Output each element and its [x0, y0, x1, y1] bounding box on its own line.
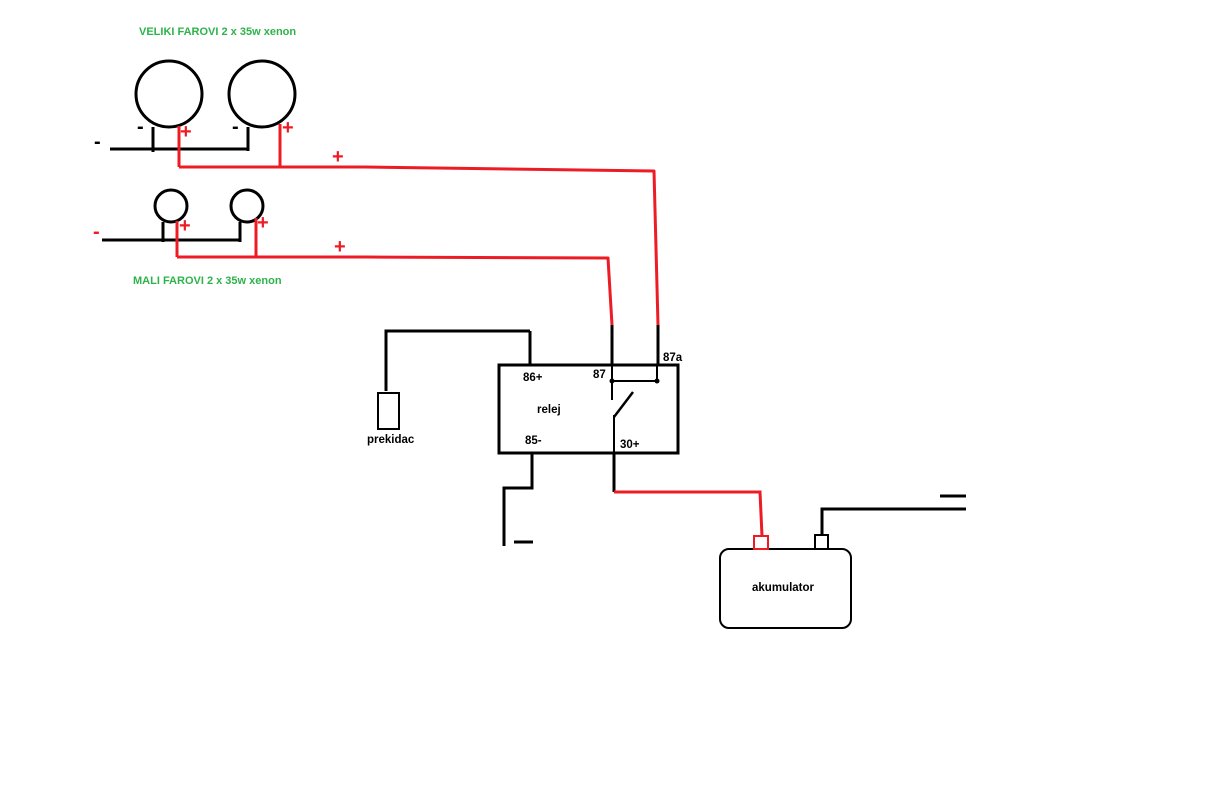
- wire-85-to-ground: [502, 453, 534, 546]
- relay-switch-arm: [613, 391, 634, 418]
- high-beam-right-minus: -: [232, 116, 239, 138]
- relay-pin-87a-label: 87a: [663, 352, 683, 364]
- high-beam-lamp-left: [134, 59, 204, 129]
- high-beam-ground-minus: -: [94, 131, 101, 153]
- relay-pin-30-label: 30+: [620, 439, 640, 451]
- relay-box: [497, 363, 680, 455]
- low-beams-group: - + + +: [93, 188, 346, 258]
- battery-positive-terminal: [753, 535, 769, 550]
- low-beams-title: MALI FAROVI 2 x 35w xenon: [133, 275, 282, 287]
- high-beams-title: VELIKI FAROVI 2 x 35w xenon: [139, 26, 296, 38]
- low-beam-lamp-left: [153, 188, 189, 224]
- high-beam-right-plus: +: [282, 117, 294, 139]
- high-beams-group: - - - + + +: [94, 59, 344, 168]
- low-beam-left-plus: +: [179, 215, 191, 237]
- relay-pin-87-label: 87: [593, 369, 606, 381]
- low-beam-feed-plus: +: [334, 236, 346, 258]
- switch-body: [377, 392, 400, 430]
- wire-battery-negative-to-ground: [820, 507, 966, 535]
- relay-pin-86-label: 86+: [523, 372, 543, 384]
- wire-high-beam-to-87a: [179, 165, 660, 326]
- switch-label: prekidac: [367, 434, 415, 446]
- relay-pin-85-label: 85-: [525, 435, 542, 447]
- low-beam-lamp-right: [229, 188, 265, 224]
- battery-label: akumulator: [752, 582, 815, 594]
- low-beam-right-plus: +: [257, 212, 269, 234]
- wire-low-beam-to-87: [177, 255, 614, 326]
- battery-negative-terminal: [814, 534, 829, 550]
- high-beam-left-minus: -: [137, 116, 144, 138]
- wire-30-to-battery-positive: [614, 490, 764, 537]
- high-beam-feed-plus: +: [332, 146, 344, 168]
- high-beam-lamp-right: [227, 59, 297, 129]
- low-beam-ground-minus: -: [93, 221, 100, 243]
- relay-label: relej: [537, 404, 561, 416]
- high-beam-left-plus: +: [180, 121, 192, 143]
- battery-body: [719, 548, 852, 629]
- wire-86-to-switch: [384, 329, 530, 391]
